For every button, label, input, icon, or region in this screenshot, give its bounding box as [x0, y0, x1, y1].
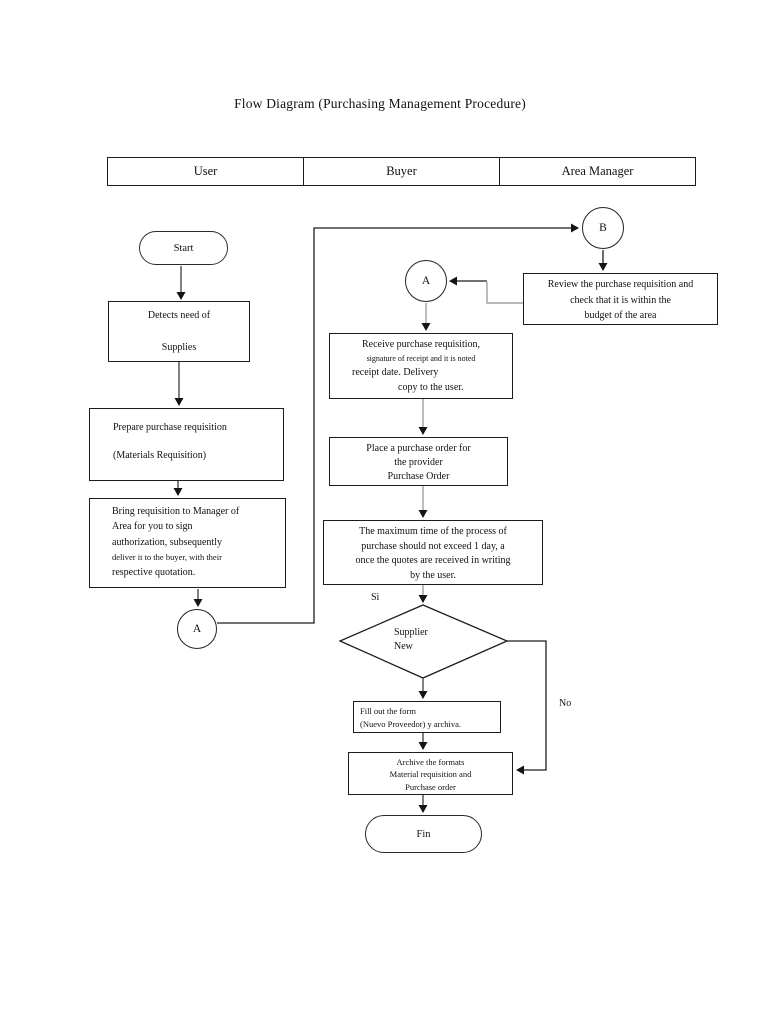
receive-requisition-box: Receive purchase requisition, signature … — [329, 333, 513, 399]
lane-area-manager: Area Manager — [561, 164, 634, 178]
bring-line: Bring requisition to Manager of — [112, 506, 240, 517]
line-connector-a-to-b — [217, 223, 579, 624]
bring-line: authorization, subsequently — [112, 536, 222, 548]
swimlane-header: User Buyer Area Manager — [107, 157, 696, 186]
branch-label-no: No — [559, 698, 572, 709]
start-terminator: Start — [139, 231, 228, 265]
max-time-line: once the quotes are received in writing — [355, 555, 511, 567]
archive-line: Purchase order — [405, 781, 456, 792]
place-order-box: Place a purchase order for the provider … — [329, 437, 508, 486]
fin-label: Fin — [416, 828, 431, 840]
connector-a-buyer-label: A — [421, 275, 431, 287]
receive-line: signature of receipt and it is noted — [366, 354, 476, 364]
end-terminator: Fin — [365, 815, 482, 853]
fill-form-line: (Nuevo Proveedor) y archiva. — [360, 718, 462, 729]
decision-line: Supplier — [394, 627, 428, 638]
page-title: Flow Diagram (Purchasing Management Proc… — [234, 96, 526, 111]
detects-need-box: Detects need of Supplies — [108, 301, 250, 362]
fill-form-box: Fill out the form (Nuevo Proveedor) y ar… — [353, 701, 501, 733]
receive-line: copy to the user. — [398, 381, 464, 393]
review-line: check that it is within the — [570, 294, 671, 306]
connector-a-user-label: A — [192, 623, 202, 635]
prepare-line: Prepare purchase requisition — [113, 422, 227, 433]
max-time-box: The maximum time of the process of purch… — [323, 520, 543, 585]
max-time-line: purchase should not exceed 1 day, a — [361, 540, 505, 552]
start-label: Start — [173, 242, 194, 254]
line-review-elbow — [486, 282, 523, 304]
decision-line: New — [394, 640, 413, 652]
place-order-line: Purchase Order — [387, 470, 450, 482]
place-order-line: the provider — [394, 456, 443, 468]
detects-line: Supplies — [161, 342, 197, 353]
archive-formats-box: Archive the formats Material requisition… — [348, 752, 513, 795]
connector-b-label: B — [599, 222, 607, 234]
review-line: budget of the area — [584, 310, 657, 321]
review-line: Review the purchase requisition and — [547, 279, 694, 290]
lane-user: User — [108, 158, 304, 185]
max-time-line: The maximum time of the process of — [359, 526, 507, 537]
detects-line: Detects need of — [147, 310, 211, 321]
review-requisition-box: Review the purchase requisition and chec… — [523, 273, 718, 325]
lane-buyer: Buyer — [304, 158, 500, 185]
receive-line: Receive purchase requisition, — [361, 339, 480, 350]
connector-b: B — [582, 207, 624, 249]
place-order-line: Place a purchase order for — [366, 443, 471, 454]
bring-line: respective quotation. — [112, 567, 196, 579]
branch-label-yes: Si — [371, 592, 380, 603]
line-decision-no-branch — [507, 640, 547, 775]
bring-line: Area for you to sign — [112, 521, 193, 533]
bring-line: deliver it to the buyer, with their — [112, 551, 222, 562]
fill-form-line: Fill out the form — [360, 706, 416, 716]
supplier-new-decision: Supplier New — [394, 626, 474, 653]
archive-line: Archive the formats — [396, 757, 465, 767]
receive-line: receipt date. Delivery — [352, 367, 439, 379]
connector-a-buyer: A — [405, 260, 447, 302]
max-time-line: by the user. — [410, 569, 456, 581]
connector-a-user: A — [177, 609, 217, 649]
archive-line: Material requisition and — [389, 769, 472, 780]
prepare-requisition-box: Prepare purchase requisition (Materials … — [89, 408, 284, 481]
prepare-line: (Materials Requisition) — [113, 450, 207, 461]
bring-requisition-box: Bring requisition to Manager of Area for… — [89, 498, 286, 588]
